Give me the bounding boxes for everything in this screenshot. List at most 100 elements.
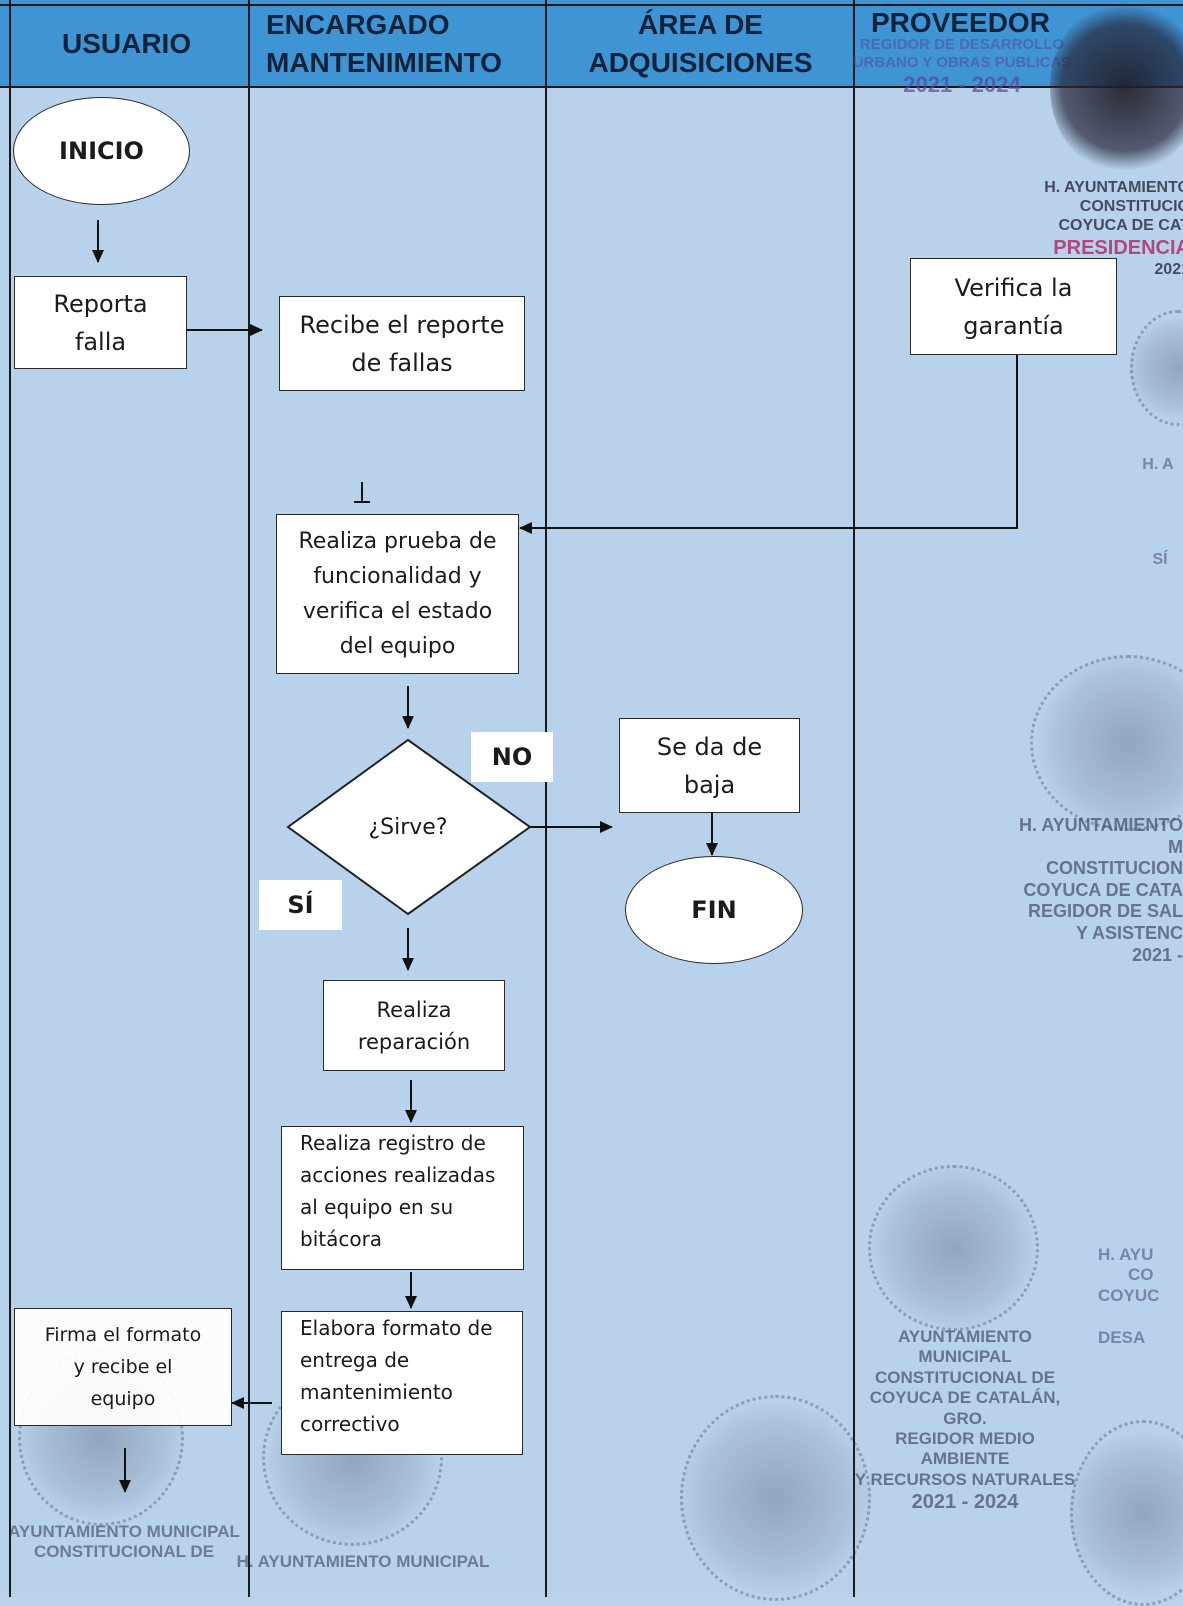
stamp-text: AYUNTAMIENTO MUNICIPAL bbox=[8, 1522, 240, 1541]
process-text: correctivo bbox=[300, 1412, 400, 1436]
lane-title-adquisiciones-2: ADQUISICIONES bbox=[588, 47, 813, 78]
lane-title-usuario: USUARIO bbox=[62, 28, 192, 59]
process-text: bitácora bbox=[300, 1227, 383, 1251]
lane-divider-2 bbox=[545, 0, 547, 1597]
branch-label-si: SÍ bbox=[259, 880, 342, 930]
process-text: entrega de bbox=[300, 1348, 410, 1372]
lane-title-encargado-2: MANTENIMIENTO bbox=[266, 47, 502, 78]
process-recibe-reporte: Recibe el reporte de fallas bbox=[279, 296, 525, 391]
national-seal-bottom-right bbox=[1070, 1420, 1183, 1606]
process-text: y recibe el bbox=[73, 1356, 173, 1378]
process-text: Realiza bbox=[376, 997, 452, 1022]
stamp-text: DESA bbox=[1098, 1328, 1146, 1348]
arrow-garantia-prueba bbox=[519, 352, 1018, 534]
lane-divider-left bbox=[9, 0, 11, 1597]
decision-label: ¿Sirve? bbox=[358, 812, 458, 842]
process-realiza-reparacion: Realiza reparación bbox=[323, 980, 505, 1071]
process-text: al equipo en su bbox=[300, 1195, 454, 1219]
lane-title-proveedor: PROVEEDOR bbox=[871, 7, 1050, 38]
decision-diamond bbox=[286, 738, 532, 916]
stamp-text: CONSTITUCIO bbox=[1079, 198, 1183, 216]
stamp-text: PRESIDENCIA bbox=[1053, 236, 1183, 259]
decision-text: ¿Sirve? bbox=[368, 814, 448, 840]
end-label: FIN bbox=[691, 896, 737, 924]
process-se-da-de-baja: Se da de baja bbox=[619, 718, 800, 813]
start-label: INICIO bbox=[59, 137, 144, 165]
stamp-text: REGIDOR MEDIO AMBIENTE bbox=[895, 1428, 1035, 1469]
stamp-fragment-ha: H. A bbox=[1138, 455, 1178, 474]
process-text: Realiza prueba de bbox=[298, 529, 497, 554]
stamp-text: COYUC bbox=[1098, 1285, 1160, 1305]
header-divider bbox=[0, 86, 1183, 88]
start-node: INICIO bbox=[13, 97, 190, 205]
branch-label-no: NO bbox=[471, 732, 553, 782]
stamp-text: COYUCA DE CAT bbox=[1058, 217, 1183, 235]
lane-header-adquisiciones: ÁREA DE ADQUISICIONES bbox=[547, 0, 854, 88]
process-text: baja bbox=[683, 770, 736, 799]
stamp-text: H. AYUNTAMIENTO bbox=[1044, 179, 1183, 196]
branch-text: SÍ bbox=[287, 891, 314, 919]
process-text: reparación bbox=[357, 1029, 471, 1054]
process-text: equipo bbox=[90, 1388, 156, 1410]
process-reporta-falla: Reporta falla bbox=[14, 276, 187, 369]
process-text: Elabora formato de bbox=[300, 1316, 493, 1340]
top-border bbox=[0, 4, 1183, 6]
process-text: Reporta bbox=[53, 289, 148, 318]
process-elabora-formato: Elabora formato de entrega de mantenimie… bbox=[281, 1311, 523, 1455]
stamp-text: H. AYUNTAMIENTO M bbox=[1018, 815, 1183, 857]
stamp-text: Y ASISTENC bbox=[1075, 922, 1183, 943]
stamp-text: H. A bbox=[1142, 456, 1174, 473]
process-text: falla bbox=[74, 327, 127, 356]
branch-text: NO bbox=[491, 743, 533, 771]
stamp-text: REGIDOR DE SAL bbox=[1027, 901, 1183, 922]
stamp-year: 2021 - 2024 bbox=[911, 1491, 1019, 1514]
national-seal-bottom-center bbox=[680, 1395, 871, 1601]
process-text: verifica el estado bbox=[302, 599, 493, 624]
stamp-medio-ambiente: AYUNTAMIENTO MUNICIPAL CONSTITUCIONAL DE… bbox=[850, 1327, 1080, 1514]
lane-header-encargado: ENCARGADO MANTENIMIENTO bbox=[250, 0, 546, 88]
process-firma-formato: Firma el formato y recibe el equipo bbox=[14, 1308, 232, 1426]
process-text: Recibe el reporte bbox=[299, 310, 505, 339]
process-text: de fallas bbox=[351, 348, 453, 377]
stamp-fragment-si: SÍ bbox=[1140, 550, 1180, 569]
process-text: mantenimiento bbox=[300, 1380, 453, 1404]
national-seal-middle bbox=[1030, 655, 1183, 831]
national-seal-lower bbox=[868, 1165, 1039, 1331]
stamp-text: URBANO Y OBRAS PUBLICAS bbox=[852, 54, 1072, 71]
lane-divider-3 bbox=[853, 0, 855, 1597]
stamp-bottom-left: AYUNTAMIENTO MUNICIPAL CONSTITUCIONAL DE bbox=[4, 1522, 244, 1563]
stamp-text: H. AYU bbox=[1098, 1245, 1154, 1264]
stamp-text: H. AYUNTAMIENTO MUNICIPAL bbox=[236, 1552, 490, 1571]
stamp-text: SÍ bbox=[1152, 551, 1168, 568]
stamp-text: 2021 bbox=[1154, 260, 1183, 278]
stamp-text: CONSTITUCIONAL DE bbox=[33, 1542, 215, 1562]
lane-header-usuario: USUARIO bbox=[0, 0, 249, 88]
stamp-text: CONSTITUCIONAL DE bbox=[874, 1367, 1056, 1387]
process-text: acciones realizadas bbox=[300, 1163, 496, 1187]
stamp-text: COYUCA DE CATA bbox=[1023, 879, 1183, 900]
stamp-presidencia: H. AYUNTAMIENTO CONSTITUCIO COYUCA DE CA… bbox=[1020, 178, 1183, 279]
process-prueba-funcionalidad: Realiza prueba de funcionalidad y verifi… bbox=[276, 514, 519, 674]
stamp-text: CONSTITUCION bbox=[1046, 858, 1183, 879]
lane-title-encargado-1: ENCARGADO bbox=[266, 9, 450, 40]
stamp-text: CO bbox=[1128, 1265, 1154, 1285]
stamp-desarrollo-fragment: H. AYU CO COYUC DESA bbox=[1098, 1245, 1183, 1349]
lane-title-adquisiciones-1: ÁREA DE bbox=[638, 9, 763, 40]
stamp-regidor-salud: H. AYUNTAMIENTO M CONSTITUCION COYUCA DE… bbox=[1010, 815, 1183, 966]
process-text: Se da de bbox=[656, 732, 763, 761]
national-seal-dark bbox=[1050, 0, 1183, 175]
process-text: Firma el formato bbox=[44, 1324, 202, 1346]
stamp-text: 2021 - bbox=[1131, 944, 1183, 965]
process-text: funcionalidad y bbox=[313, 564, 482, 589]
stamp-bottom-encargado: H. AYUNTAMIENTO MUNICIPAL bbox=[228, 1552, 498, 1572]
process-text: del equipo bbox=[339, 634, 456, 659]
process-registro-bitacora: Realiza registro de acciones realizadas … bbox=[281, 1126, 524, 1270]
stamp-text: REGIDOR DE DESARROLLO bbox=[859, 36, 1065, 53]
process-verifica-garantia: Verifica la garantía bbox=[910, 258, 1117, 355]
stamp-year: 2021 - 2024 bbox=[903, 72, 1021, 97]
stamp-text: COYUCA DE CATALÁN, GRO. bbox=[869, 1388, 1061, 1428]
stamp-text: AYUNTAMIENTO MUNICIPAL bbox=[898, 1327, 1032, 1367]
stamp-text: Y RECURSOS NATURALES bbox=[854, 1469, 1076, 1489]
